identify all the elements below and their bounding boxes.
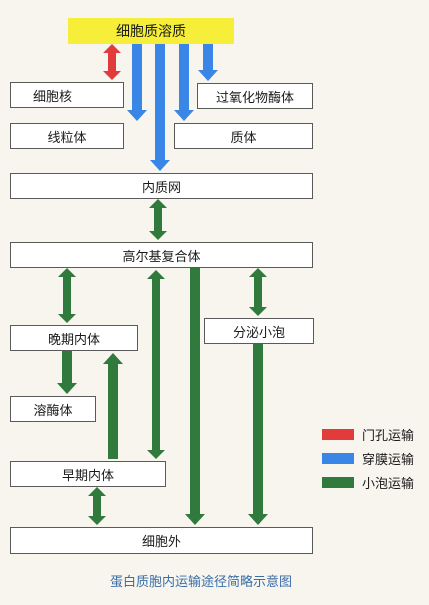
arrow-golgi-early-endosome [147, 270, 165, 459]
legend-swatch-green [322, 476, 354, 488]
arrow-cytosol-nucleus [103, 44, 121, 80]
node-extracellular: 细胞外 [10, 527, 313, 554]
arrow-late-endosome-lysosome [57, 351, 77, 394]
arrow-secretory-extracellular [248, 344, 268, 525]
legend-swatch-red [322, 428, 354, 440]
arrow-golgi-late-endosome [58, 268, 76, 323]
arrow-cytosol-er [150, 44, 170, 171]
arrow-golgi-extracellular [185, 268, 205, 525]
node-late-endosome: 晚期内体 [10, 325, 138, 351]
legend-label: 门孔运输 [362, 428, 415, 444]
node-mitochondria: 线粒体 [10, 123, 124, 149]
arrow-cytosol-mitochondria [127, 44, 147, 121]
node-lysosome: 溶酶体 [10, 396, 96, 422]
node-early-endosome: 早期内体 [10, 461, 166, 487]
node-plastid: 质体 [174, 123, 313, 149]
node-cytosol: 细胞质溶质 [68, 18, 234, 44]
arrow-er-golgi [149, 199, 167, 240]
legend-label: 小泡运输 [362, 476, 415, 492]
node-er: 内质网 [10, 173, 313, 199]
arrow-cytosol-plastid [174, 44, 194, 121]
legend-item-transmembrane: 穿膜运输 [322, 451, 415, 468]
arrow-golgi-secretory [249, 268, 267, 316]
node-secretory-vesicle: 分泌小泡 [204, 318, 314, 344]
node-peroxisome: 过氧化物酶体 [197, 83, 313, 109]
arrow-early-to-late-endosome [103, 353, 123, 459]
node-golgi: 高尔基复合体 [10, 242, 313, 268]
arrow-early-endosome-extracellular [88, 487, 106, 525]
arrow-cytosol-peroxisome [198, 44, 218, 81]
node-nucleus: 细胞核 [10, 82, 124, 108]
caption: 蛋白质胞内运输途径简略示意图 [110, 575, 293, 590]
legend-swatch-blue [322, 452, 354, 464]
legend-item-pore: 门孔运输 [322, 427, 415, 444]
legend-label: 穿膜运输 [362, 452, 415, 468]
legend-item-vesicle: 小泡运输 [322, 475, 415, 492]
